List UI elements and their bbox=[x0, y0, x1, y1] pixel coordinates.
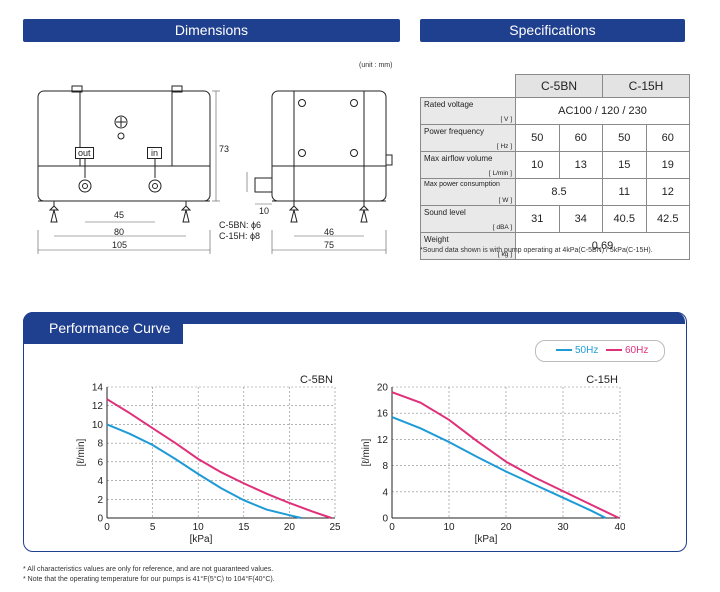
series-line-50hz bbox=[106, 423, 302, 519]
x-tick-label: 0 bbox=[104, 522, 110, 533]
cell: 15 bbox=[602, 151, 647, 179]
x-tick-label: 10 bbox=[443, 522, 455, 533]
cell: 11 bbox=[602, 178, 647, 206]
series-line-50hz bbox=[391, 416, 607, 519]
y-tick-label: 8 bbox=[97, 439, 103, 450]
chart-title: C-15H bbox=[586, 374, 618, 386]
chart-title: C-5BN bbox=[300, 374, 333, 386]
cell: 8.5 bbox=[515, 178, 603, 206]
cell: 13 bbox=[558, 151, 603, 179]
chart-c15h: 0 10 20 30 40 0 4 8 12 16 20 C-15H [kPa] [ℓ/min] bbox=[361, 374, 625, 545]
cell: 31 bbox=[515, 205, 560, 233]
cell: 50 bbox=[515, 124, 560, 152]
specifications-table: C-5BN C-15H Rated voltage[ V ] AC100 / 1… bbox=[420, 74, 690, 260]
x-axis-label: [kPa] bbox=[475, 534, 498, 545]
legend: 50Hz 60Hz bbox=[535, 340, 665, 362]
dim-46: 46 bbox=[324, 227, 335, 237]
y-axis-label: [ℓ/min] bbox=[76, 438, 87, 466]
row-label: Rated voltage[ V ] bbox=[420, 97, 516, 125]
y-tick-label: 0 bbox=[382, 514, 388, 525]
unit-note: (unit : mm) bbox=[359, 62, 393, 69]
y-tick-label: 14 bbox=[92, 383, 104, 394]
dim-105: 105 bbox=[112, 240, 128, 250]
y-tick-label: 16 bbox=[377, 409, 389, 420]
y-tick-label: 4 bbox=[382, 487, 388, 498]
cell: 40.5 bbox=[602, 205, 647, 233]
y-tick-label: 12 bbox=[377, 435, 389, 446]
cell: 42.5 bbox=[645, 205, 690, 233]
port-in-label: in bbox=[147, 147, 163, 159]
x-tick-label: 20 bbox=[500, 522, 512, 533]
row-label: Weight[ kg ] bbox=[420, 232, 516, 260]
performance-header-bar bbox=[23, 312, 685, 324]
specifications-header: Specifications bbox=[420, 19, 685, 42]
dim-75: 75 bbox=[324, 240, 335, 250]
row-label: Power frequency[ Hz ] bbox=[420, 124, 516, 152]
y-tick-label: 4 bbox=[97, 476, 103, 487]
legend-50hz: 50Hz bbox=[556, 345, 598, 356]
rated-voltage-value: AC100 / 120 / 230 bbox=[515, 97, 690, 125]
dim-10: 10 bbox=[259, 206, 270, 216]
row-label: Sound level[ dBA ] bbox=[420, 205, 516, 233]
x-tick-label: 20 bbox=[284, 522, 296, 533]
row-label: Max power consumption[ W ] bbox=[420, 178, 516, 206]
y-tick-label: 12 bbox=[92, 401, 104, 412]
y-tick-label: 2 bbox=[97, 495, 103, 506]
dimensions-header: Dimensions bbox=[23, 19, 400, 42]
weight-value: 0.69 bbox=[515, 232, 690, 260]
dim-80: 80 bbox=[114, 227, 125, 237]
model-c5bn: C-5BN bbox=[515, 74, 603, 98]
nozzle-c15h: C-15H: ϕ8 bbox=[219, 231, 261, 241]
dim-45: 45 bbox=[114, 210, 125, 220]
spec-footnote: *Sound data shown is with pump operating… bbox=[420, 247, 653, 254]
x-tick-label: 40 bbox=[614, 522, 625, 533]
nozzle-c5bn: C-5BN: ϕ6 bbox=[219, 220, 262, 230]
port-out-label: out bbox=[75, 147, 94, 159]
y-tick-label: 20 bbox=[377, 383, 389, 394]
x-axis-label: [kPa] bbox=[190, 534, 213, 545]
row-label: Max airflow volume[ L/min ] bbox=[420, 151, 516, 179]
x-tick-label: 0 bbox=[389, 522, 395, 533]
series-line-60hz bbox=[391, 391, 620, 519]
cell: 34 bbox=[558, 205, 603, 233]
y-tick-label: 6 bbox=[97, 457, 103, 468]
y-tick-label: 8 bbox=[382, 461, 388, 472]
cell: 10 bbox=[515, 151, 560, 179]
cell: 19 bbox=[645, 151, 690, 179]
series-line-60hz bbox=[106, 398, 332, 519]
x-tick-label: 10 bbox=[193, 522, 205, 533]
x-tick-label: 5 bbox=[150, 522, 156, 533]
cell: 12 bbox=[645, 178, 690, 206]
y-axis-label: [ℓ/min] bbox=[361, 438, 372, 466]
footer-note-2: * Note that the operating temperature fo… bbox=[23, 576, 275, 583]
dimension-drawing bbox=[37, 85, 393, 254]
x-tick-label: 30 bbox=[557, 522, 569, 533]
cell: 50 bbox=[602, 124, 647, 152]
cell: 60 bbox=[645, 124, 690, 152]
dim-height: 73 bbox=[219, 144, 230, 154]
footer-note-1: * All characteristics values are only fo… bbox=[23, 566, 274, 573]
x-tick-label: 15 bbox=[238, 522, 250, 533]
model-c15h: C-15H bbox=[602, 74, 690, 98]
y-tick-label: 0 bbox=[97, 514, 103, 525]
chart-c5bn: 0 5 10 15 20 25 0 2 4 6 8 10 12 14 C-5BN [kPa] [ℓ/min] bbox=[76, 374, 340, 545]
cell: 60 bbox=[558, 124, 603, 152]
legend-60hz: 60Hz bbox=[606, 345, 648, 356]
x-tick-label: 25 bbox=[329, 522, 340, 533]
performance-header: Performance Curve bbox=[23, 312, 183, 344]
y-tick-label: 10 bbox=[92, 420, 104, 431]
